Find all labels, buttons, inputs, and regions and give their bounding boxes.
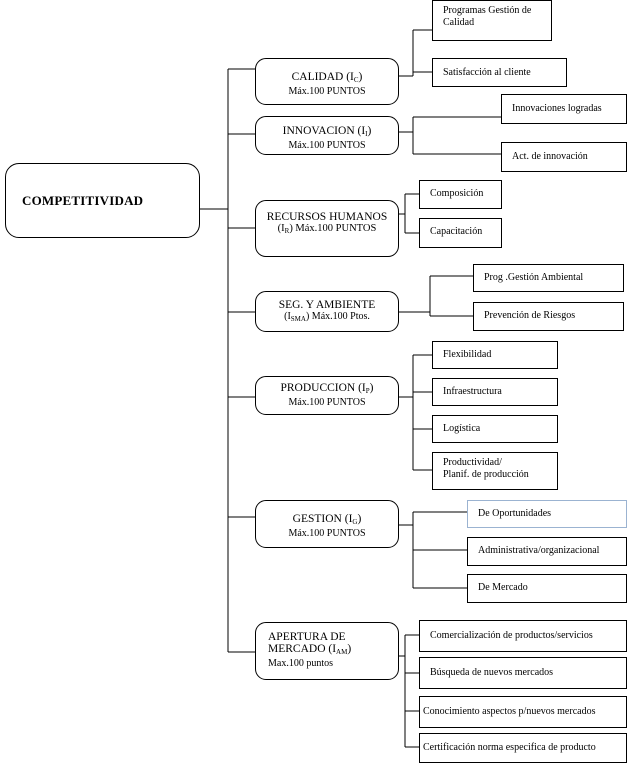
category-title: CALIDAD (IC) — [291, 71, 363, 84]
leaf-certificacion-norma: Certificación norma especifica de produc… — [419, 733, 627, 763]
leaf-composicion: Composición — [419, 180, 502, 209]
category-title: SEG. Y AMBIENTE — [278, 299, 376, 311]
category-produccion: PRODUCCION (IP) Máx.100 PUNTOS — [255, 376, 399, 415]
leaf-de-mercado: De Mercado — [467, 574, 627, 603]
leaf-infraestructura: Infraestructura — [432, 378, 558, 406]
leaf-prevencion-riesgos: Prevención de Riesgos — [473, 302, 624, 331]
category-title: GESTION (IG) — [292, 513, 362, 526]
leaf-logistica: Logística — [432, 415, 558, 443]
category-title-line2: MERCADO (IAM) — [268, 643, 352, 656]
root-node-competitividad: COMPETITIVIDAD — [5, 163, 200, 238]
leaf-productividad-planificacion: Productividad/ Planif. de producción — [432, 452, 558, 490]
category-title: INNOVACION (II) — [282, 125, 372, 138]
leaf-busqueda-mercados: Búsqueda de nuevos mercados — [419, 657, 627, 689]
root-label: COMPETITIVIDAD — [22, 192, 144, 208]
category-points: (IR) Máx.100 PUNTOS — [277, 223, 377, 235]
leaf-flexibilidad: Flexibilidad — [432, 341, 558, 369]
leaf-conocimiento-aspectos: Conocimiento aspectos p/nuevos mercados — [419, 696, 627, 728]
leaf-satisfaccion-cliente: Satisfacción al cliente — [432, 58, 567, 87]
leaf-administrativa-organizacional: Administrativa/organizacional — [467, 537, 627, 566]
leaf-prog-gestion-ambiental: Prog .Gestión Ambiental — [473, 264, 624, 292]
category-title: RECURSOS HUMANOS — [266, 211, 388, 223]
leaf-programas-gestion-calidad: Programas Gestión de Calidad — [432, 0, 552, 41]
leaf-capacitacion: Capacitación — [419, 218, 502, 248]
category-apertura-mercado: APERTURA DE MERCADO (IAM) Max.100 puntos — [255, 622, 399, 680]
category-points: Max.100 puntos — [268, 658, 333, 669]
category-seg-ambiente: SEG. Y AMBIENTE (ISMA) Máx.100 Ptos. — [255, 291, 399, 332]
category-points: Máx.100 PUNTOS — [288, 528, 366, 539]
category-innovacion: INNOVACION (II) Máx.100 PUNTOS — [255, 116, 399, 155]
leaf-innovaciones-logradas: Innovaciones logradas — [501, 94, 627, 124]
category-points: Máx.100 PUNTOS — [288, 397, 366, 408]
leaf-act-innovacion: Act. de innovación — [501, 142, 627, 172]
category-points: Máx.100 PUNTOS — [288, 140, 366, 151]
category-title-line1: APERTURA DE — [268, 631, 346, 643]
category-calidad: CALIDAD (IC) Máx.100 PUNTOS — [255, 58, 399, 105]
category-gestion: GESTION (IG) Máx.100 PUNTOS — [255, 500, 399, 548]
category-title: PRODUCCION (IP) — [280, 382, 374, 395]
category-recursos-humanos: RECURSOS HUMANOS (IR) Máx.100 PUNTOS — [255, 200, 399, 257]
category-points: Máx.100 PUNTOS — [288, 86, 366, 97]
category-points: (ISMA) Máx.100 Ptos. — [284, 311, 370, 323]
leaf-de-oportunidades: De Oportunidades — [467, 500, 627, 528]
leaf-comercializacion: Comercialización de productos/servicios — [419, 620, 627, 652]
